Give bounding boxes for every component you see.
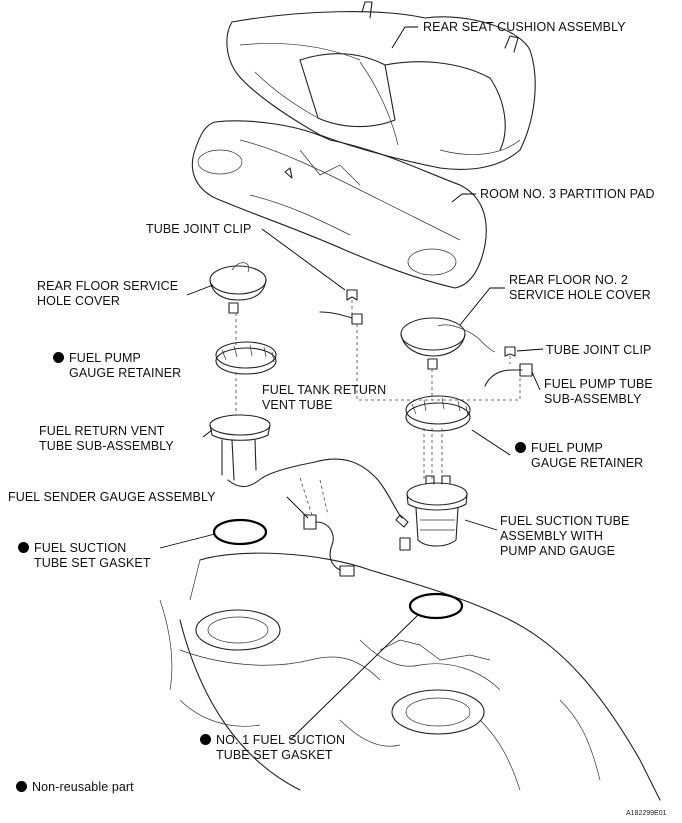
label-fuel-pump-tube-sub-line1: FUEL PUMP TUBE bbox=[544, 377, 653, 391]
fuel-tank-return-vent-tube-drawing bbox=[319, 311, 363, 325]
partition-pad-drawing bbox=[191, 120, 487, 289]
label-fuel-sender-gauge-assembly: FUEL SENDER GAUGE ASSEMBLY bbox=[8, 490, 216, 505]
non-reusable-bullet-icon bbox=[53, 352, 64, 363]
label-rear-seat-cushion-assembly: REAR SEAT CUSHION ASSEMBLY bbox=[423, 20, 626, 35]
label-fuel-pump-gauge-retainer-left-line1: FUEL PUMP bbox=[69, 351, 141, 365]
label-rear-floor-no2-line2: SERVICE HOLE COVER bbox=[509, 288, 651, 302]
label-fuel-pump-gauge-retainer-right-line2: GAUGE RETAINER bbox=[531, 456, 644, 470]
label-rear-floor-no2-service-hole-cover: REAR FLOOR NO. 2 SERVICE HOLE COVER bbox=[509, 273, 651, 303]
label-rear-seat-cushion-text: REAR SEAT CUSHION ASSEMBLY bbox=[423, 20, 626, 34]
label-fuel-tank-return-vent-tube: FUEL TANK RETURN VENT TUBE bbox=[262, 383, 386, 413]
label-fuel-return-vent-tube-sub-assembly: FUEL RETURN VENT TUBE SUB-ASSEMBLY bbox=[39, 424, 174, 454]
label-fuel-return-vent-tube-sub-line2: TUBE SUB-ASSEMBLY bbox=[39, 439, 174, 453]
label-fuel-pump-tube-sub-line2: SUB-ASSEMBLY bbox=[544, 392, 642, 406]
tube-joint-clip-drawings bbox=[346, 289, 516, 357]
label-fuel-suction-gasket-line2: TUBE SET GASKET bbox=[34, 556, 151, 570]
label-fuel-tank-return-vent-tube-line2: VENT TUBE bbox=[262, 398, 333, 412]
fuel-suction-tube-set-gasket-drawing bbox=[212, 518, 268, 546]
label-fuel-suction-gasket-line1: FUEL SUCTION bbox=[34, 541, 127, 555]
non-reusable-bullet-icon bbox=[200, 734, 211, 745]
legend-filled-circle-icon bbox=[16, 781, 27, 792]
label-rear-floor-no2-line1: REAR FLOOR NO. 2 bbox=[509, 273, 628, 287]
label-fuel-pump-gauge-retainer-right: FUEL PUMP GAUGE RETAINER bbox=[515, 441, 643, 471]
label-fuel-pump-gauge-retainer-right-line1: FUEL PUMP bbox=[531, 441, 603, 455]
label-no1-fuel-suction-tube-set-gasket: NO. 1 FUEL SUCTION TUBE SET GASKET bbox=[200, 733, 345, 763]
legend: Non-reusable part bbox=[16, 780, 134, 795]
label-fuel-pump-tube-sub-assembly: FUEL PUMP TUBE SUB-ASSEMBLY bbox=[544, 377, 653, 407]
fuel-pump-tube-sub-assembly-drawing bbox=[484, 363, 533, 387]
label-fuel-suction-tube-assembly: FUEL SUCTION TUBE ASSEMBLY WITH PUMP AND… bbox=[500, 514, 630, 559]
label-tube-joint-clip-upper-text: TUBE JOINT CLIP bbox=[146, 222, 252, 236]
label-rear-floor-service-hole-cover-line1: REAR FLOOR SERVICE bbox=[37, 279, 179, 293]
label-fuel-pump-gauge-retainer-left-line2: GAUGE RETAINER bbox=[69, 366, 182, 380]
label-tube-joint-clip-right: TUBE JOINT CLIP bbox=[546, 343, 651, 358]
label-fuel-suction-tube-line3: PUMP AND GAUGE bbox=[500, 544, 616, 558]
assembly-dashed-lines bbox=[235, 300, 521, 516]
reference-code: A182299E01 bbox=[626, 810, 667, 817]
fuel-pump-gauge-retainer-right-drawing bbox=[405, 395, 471, 432]
label-fuel-tank-return-vent-tube-line1: FUEL TANK RETURN bbox=[262, 383, 387, 397]
rear-floor-no2-service-hole-cover-drawing bbox=[400, 317, 496, 370]
label-tube-joint-clip-right-text: TUBE JOINT CLIP bbox=[546, 343, 652, 357]
label-rear-floor-service-hole-cover: REAR FLOOR SERVICE HOLE COVER bbox=[37, 279, 178, 309]
label-fuel-suction-tube-set-gasket: FUEL SUCTION TUBE SET GASKET bbox=[18, 541, 151, 571]
leader-lines bbox=[159, 26, 544, 741]
fuel-return-vent-tube-sub-assembly-drawing bbox=[209, 414, 409, 528]
label-rear-floor-service-hole-cover-line2: HOLE COVER bbox=[37, 294, 120, 308]
vehicle-floor-drawing bbox=[159, 552, 661, 801]
label-tube-joint-clip-upper: TUBE JOINT CLIP bbox=[146, 222, 251, 237]
label-fuel-suction-tube-line1: FUEL SUCTION TUBE bbox=[500, 514, 630, 528]
label-no1-fuel-suction-gasket-line2: TUBE SET GASKET bbox=[216, 748, 333, 762]
fuel-pump-gauge-retainer-left-drawing bbox=[215, 341, 277, 375]
label-room-partition-pad-text: ROOM NO. 3 PARTITION PAD bbox=[480, 187, 655, 201]
no1-fuel-suction-tube-set-gasket-drawing bbox=[408, 592, 464, 620]
fuel-suction-tube-assembly-drawing bbox=[399, 475, 468, 551]
non-reusable-bullet-icon bbox=[515, 442, 526, 453]
rear-floor-service-hole-cover-drawing bbox=[209, 262, 267, 314]
non-reusable-bullet-icon bbox=[18, 542, 29, 553]
fuel-sender-gauge-assembly-drawing bbox=[303, 514, 355, 577]
label-room-partition-pad: ROOM NO. 3 PARTITION PAD bbox=[480, 187, 655, 202]
legend-text: Non-reusable part bbox=[32, 780, 134, 794]
label-fuel-pump-gauge-retainer-left: FUEL PUMP GAUGE RETAINER bbox=[53, 351, 181, 381]
label-fuel-sender-gauge-text: FUEL SENDER GAUGE ASSEMBLY bbox=[8, 490, 216, 504]
label-fuel-suction-tube-line2: ASSEMBLY WITH bbox=[500, 529, 603, 543]
label-fuel-return-vent-tube-sub-line1: FUEL RETURN VENT bbox=[39, 424, 165, 438]
label-no1-fuel-suction-gasket-line1: NO. 1 FUEL SUCTION bbox=[216, 733, 346, 747]
rear-seat-cushion-drawing bbox=[226, 1, 536, 170]
